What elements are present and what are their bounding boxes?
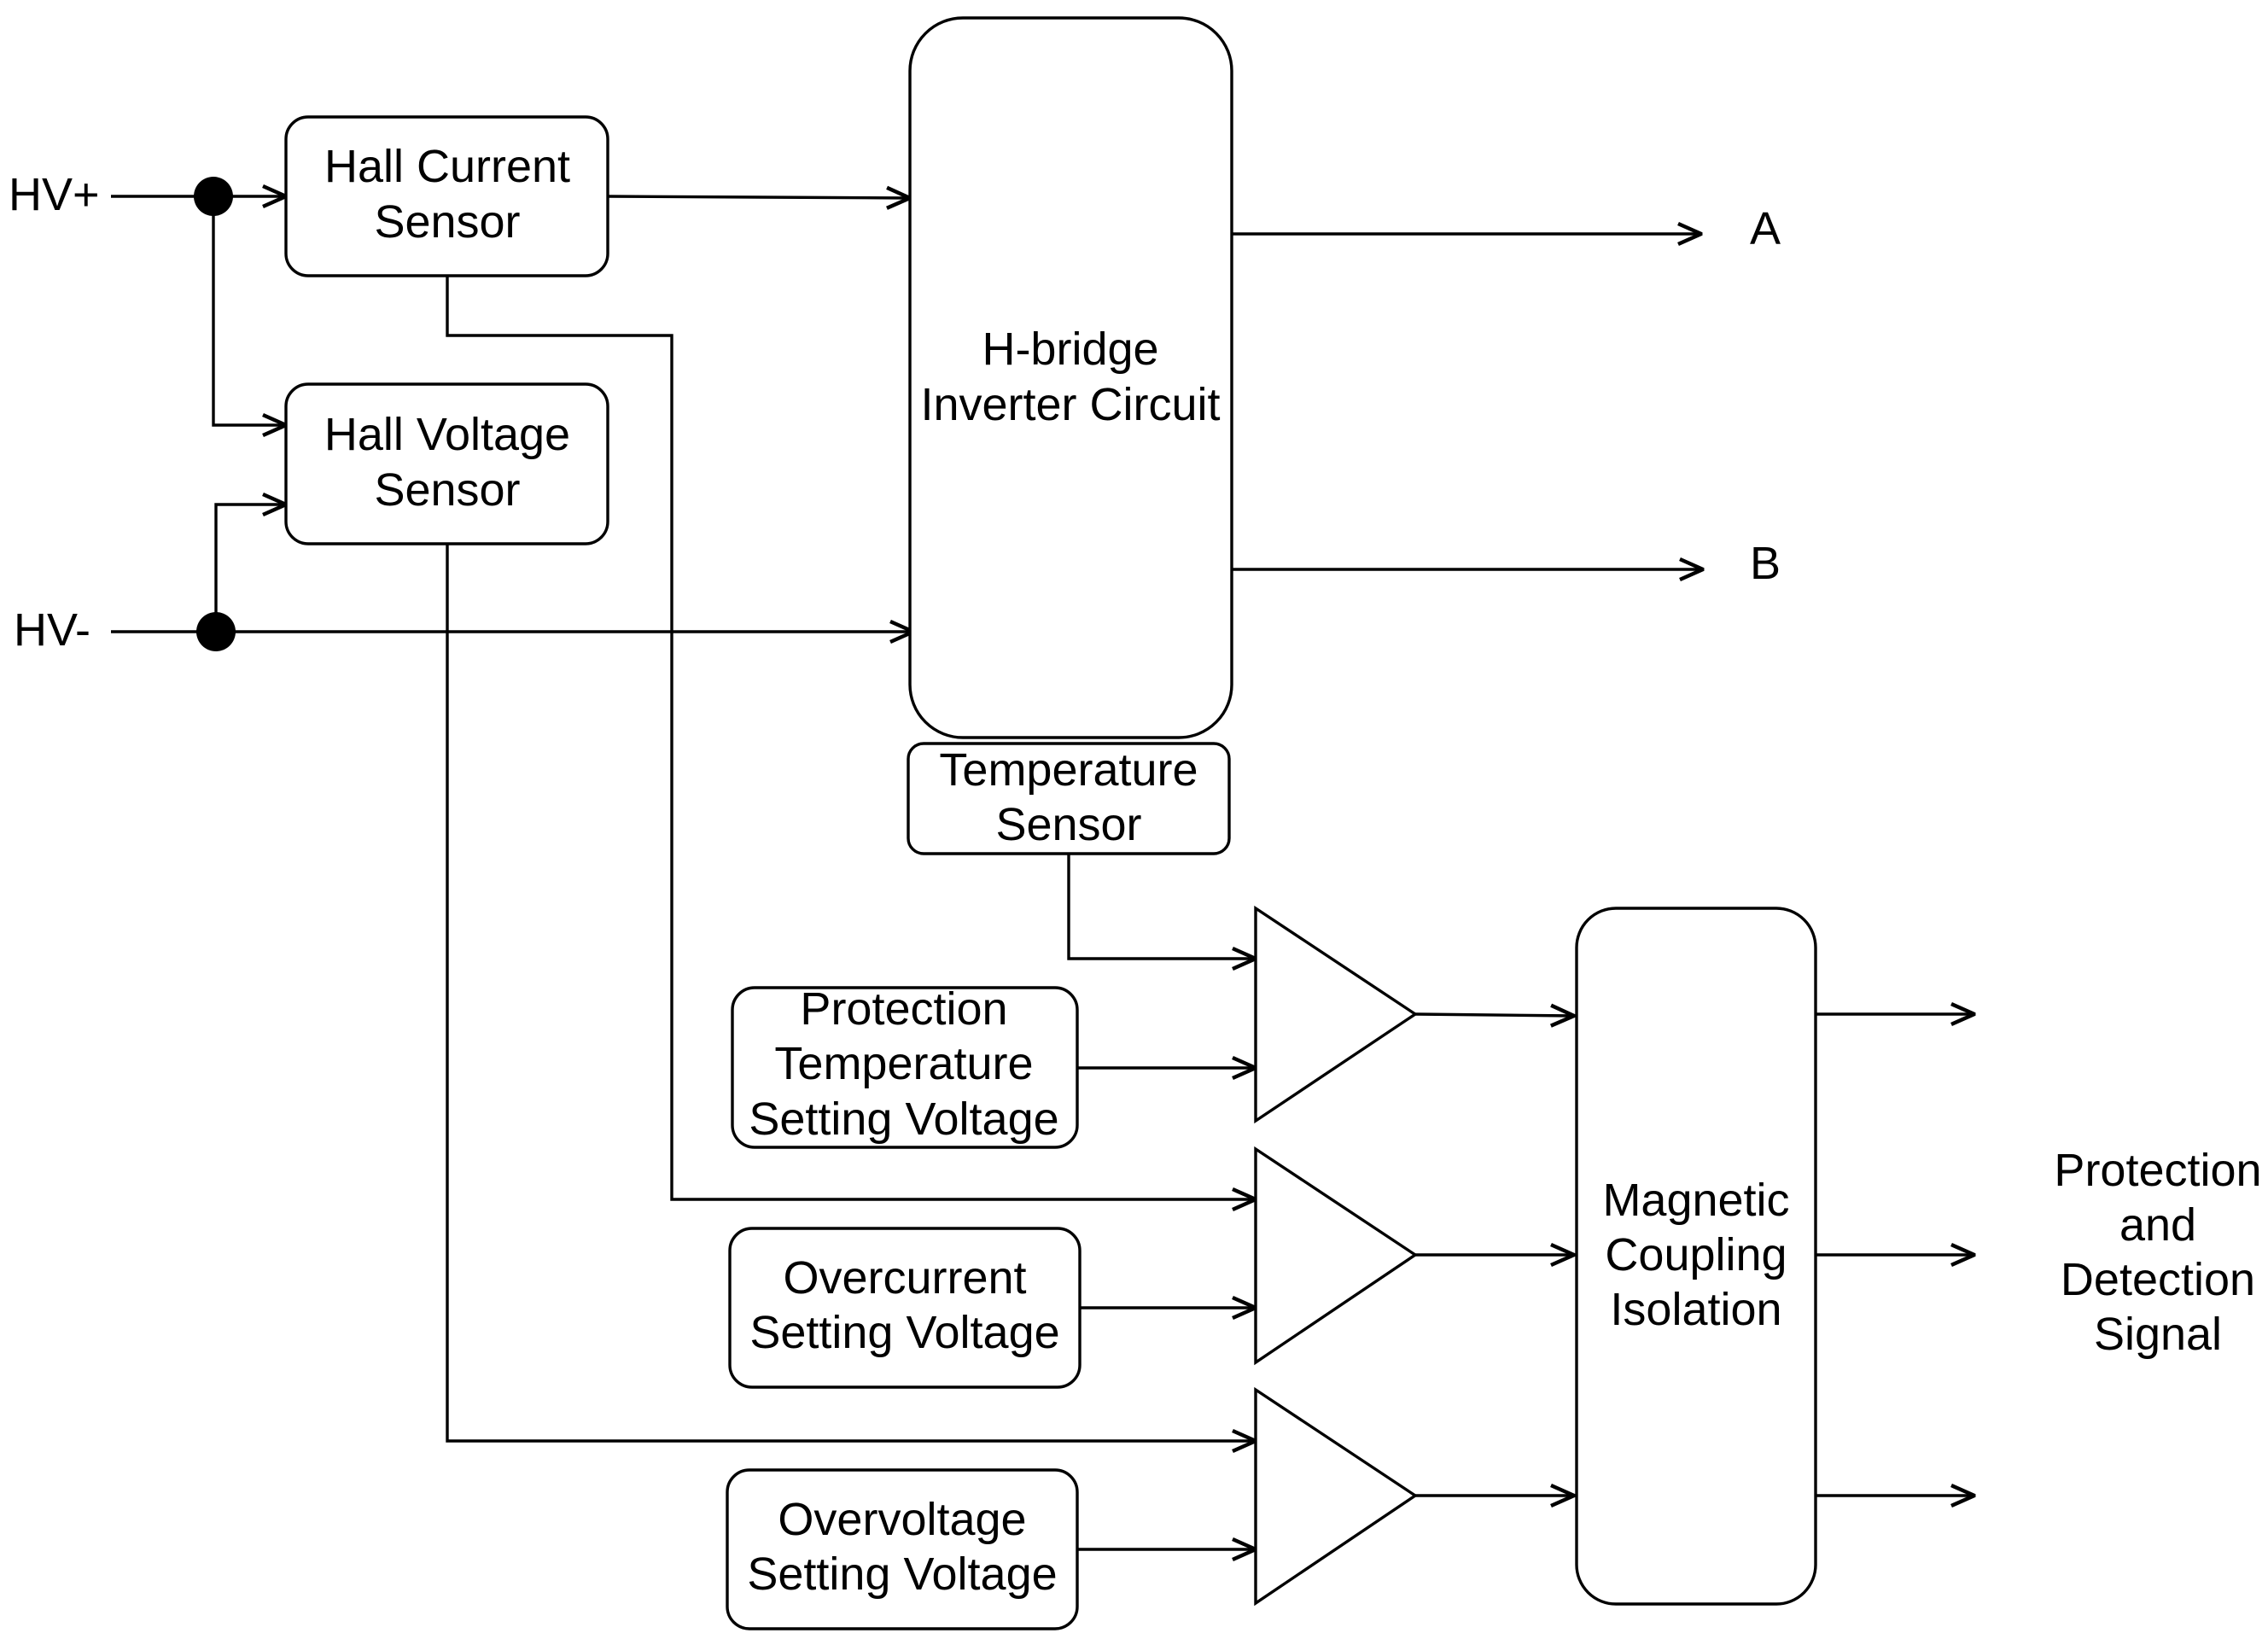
wire-hvplus-hallvoltage (212, 196, 286, 425)
output-b-label: B (1750, 538, 1781, 589)
wire-hallvoltage-comparator3 (446, 544, 1256, 1441)
hall-current-sensor-label-1: Hall Current (324, 141, 570, 192)
temperature-sensor-label-2: Sensor (995, 799, 1141, 850)
temperature-sensor-label-1: Temperature (939, 744, 1198, 796)
temperature-sensor-block: Temperature Sensor (907, 742, 1231, 855)
overvoltage-label-2: Setting Voltage (747, 1549, 1057, 1600)
overcurrent-setting-voltage-block: Overcurrent Setting Voltage (728, 1227, 1082, 1389)
wire-temperature-comparator1 (1067, 854, 1256, 959)
overcurrent-label-1: Overcurrent (783, 1252, 1026, 1304)
prot-temp-label-2: Temperature (774, 1038, 1033, 1089)
label-hv-plus: HV+ (9, 169, 100, 220)
signal-label-1: Protection (2054, 1145, 2261, 1196)
signal-label-4: Signal (2094, 1309, 2222, 1360)
wire-hvminus-hallvoltage (214, 505, 286, 632)
junction-hvplus (194, 177, 233, 216)
wire-hallcurrent-comparator2 (446, 276, 1256, 1199)
prot-temp-label-3: Setting Voltage (749, 1094, 1058, 1145)
signal-label-2: and (2119, 1199, 2196, 1251)
hall-current-sensor-block: Hall Current Sensor (284, 115, 609, 277)
h-bridge-label-2: Inverter Circuit (920, 379, 1220, 430)
overcurrent-label-2: Setting Voltage (749, 1307, 1059, 1358)
wires (111, 196, 1974, 1549)
hall-current-sensor-label-2: Sensor (374, 196, 520, 248)
junction-hvminus (196, 612, 236, 651)
magnetic-coupling-isolation-block: Magnetic Coupling Isolation (1575, 907, 1817, 1606)
overvoltage-label-1: Overvoltage (778, 1494, 1026, 1545)
hall-voltage-sensor-label-2: Sensor (374, 464, 520, 516)
comparator-overcurrent (1254, 1146, 1419, 1366)
wire-hallcurrent-hbridge (607, 196, 910, 198)
hall-voltage-sensor-label-1: Hall Voltage (324, 409, 570, 460)
comparator-overvoltage (1254, 1386, 1419, 1607)
label-hv-minus: HV- (14, 604, 90, 656)
protection-detection-signal-label: Protection and Detection Signal (2054, 1145, 2261, 1360)
prot-temp-label-1: Protection (800, 983, 1007, 1035)
h-bridge-label-1: H-bridge (982, 324, 1158, 375)
overvoltage-setting-voltage-block: Overvoltage Setting Voltage (726, 1468, 1079, 1630)
signal-label-3: Detection (2061, 1254, 2255, 1305)
comparator-temperature (1254, 905, 1419, 1124)
protection-temperature-setting-voltage-block: Protection Temperature Setting Voltage (731, 983, 1079, 1149)
magnetic-label-1: Magnetic (1602, 1175, 1789, 1226)
hall-voltage-sensor-block: Hall Voltage Sensor (284, 382, 609, 545)
output-a-label: A (1750, 203, 1781, 254)
magnetic-label-2: Coupling (1605, 1229, 1787, 1280)
wire-comparator1-magnetic (1414, 1014, 1574, 1016)
magnetic-label-3: Isolation (1610, 1284, 1781, 1335)
h-bridge-inverter-block: H-bridge Inverter Circuit (908, 16, 1233, 739)
